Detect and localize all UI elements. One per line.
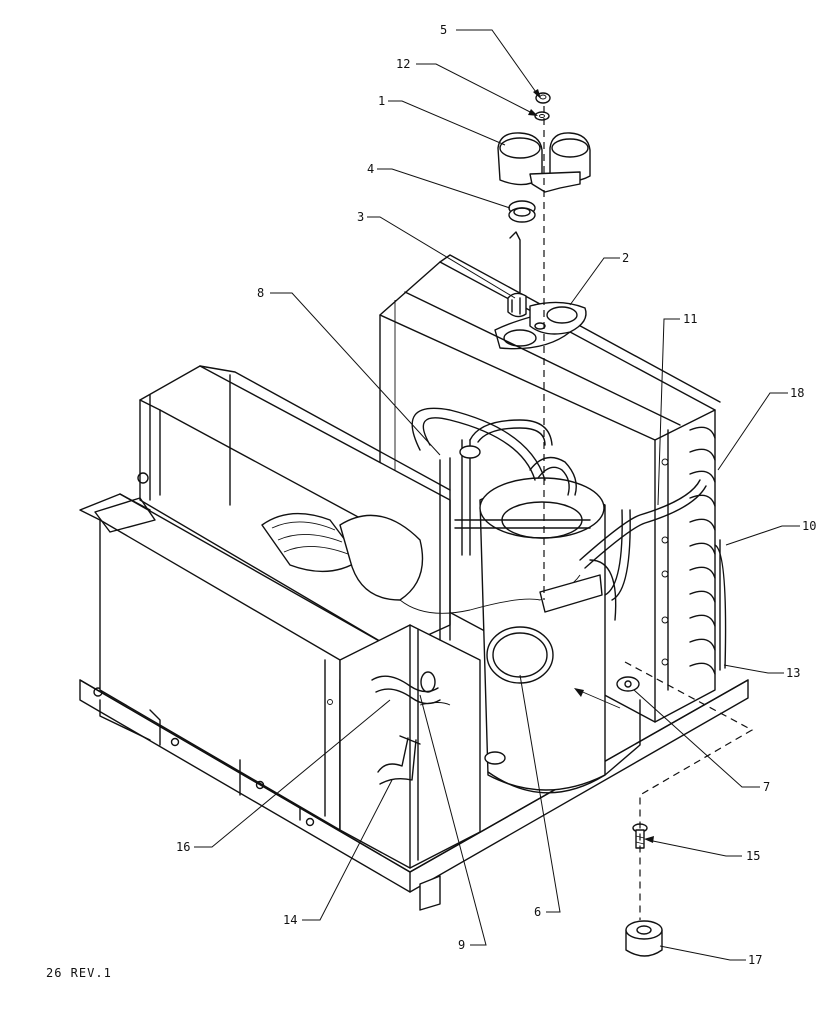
callout-12: 12 [396,57,410,71]
callout-18: 18 [790,386,804,400]
base-pan [79,679,749,911]
exploded-top-parts [497,92,591,335]
callout-4: 4 [367,162,374,176]
evaporator-cabinet [79,365,451,831]
callout-15: 15 [746,849,760,863]
callout-5: 5 [440,23,447,37]
callout-11: 11 [683,312,697,326]
callout-1: 1 [378,94,385,108]
partition-panel [339,624,481,869]
callout-2: 2 [622,251,629,265]
callout-3: 3 [357,210,364,224]
callout-labels: 5 12 1 4 3 2 8 11 18 10 13 7 15 17 16 14… [176,23,816,967]
callout-leaders [194,29,800,961]
refrigerant-tubing [399,407,707,641]
callout-17: 17 [748,953,762,967]
callout-14: 14 [283,913,297,927]
callout-7: 7 [763,780,770,794]
drawing-revision-note: 26 REV.1 [46,966,112,980]
condenser-coil [661,426,727,691]
callout-9: 9 [458,938,465,952]
callout-8: 8 [257,286,264,300]
exploded-mount-parts [625,823,663,957]
callout-10: 10 [802,519,816,533]
assembly-centerlines [543,106,754,920]
callout-16: 16 [176,840,190,854]
callout-13: 13 [786,666,800,680]
callout-6: 6 [534,905,541,919]
